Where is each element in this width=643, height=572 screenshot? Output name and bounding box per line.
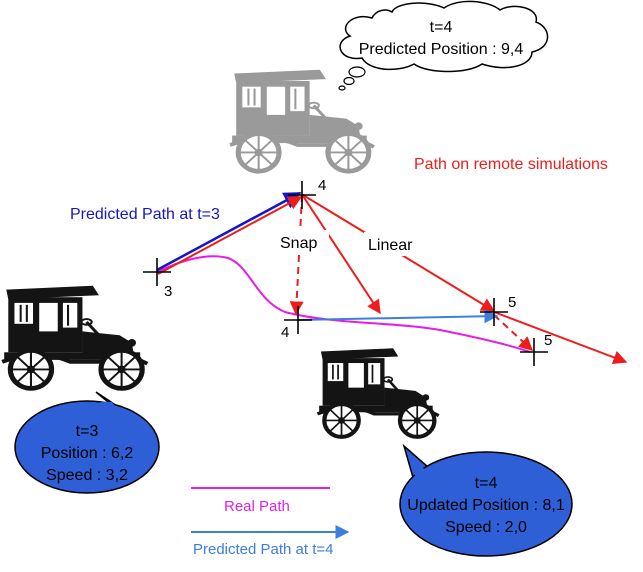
- legend-predicted-t4-label: Predicted Path at t=4: [193, 541, 334, 558]
- marker-predicted-t4-cross: [288, 181, 316, 209]
- marker-snapped-t4-cross: [284, 306, 312, 334]
- snap-arrow-second: [493, 314, 534, 351]
- right-bubble-line-3: Speed : 2,0: [445, 519, 527, 536]
- right-bubble-line-1: t=4: [475, 475, 498, 492]
- marker-t5-new-label: 5: [508, 294, 516, 311]
- predicted-path-t4-arrow: [297, 309, 499, 324]
- car-icon: [230, 70, 374, 172]
- car-icon: [2, 286, 147, 389]
- car-icon: [317, 348, 438, 437]
- linear-label-bg: [364, 232, 422, 256]
- thought-line-2: Predicted Position : 9,4: [359, 41, 524, 58]
- snap-label: Snap: [280, 235, 317, 252]
- real-path-curve: [156, 255, 531, 353]
- marker-t5-new-cross: [480, 298, 508, 326]
- marker-t5-old-label: 5: [544, 332, 552, 349]
- linear-label: Linear: [368, 237, 413, 254]
- snap-arrow: [289, 194, 304, 316]
- linear-arrow-short: [302, 195, 381, 315]
- speech-bubble-left: t=3 Position : 6,2 Speed : 3,2: [14, 391, 160, 494]
- thought-bubble: t=4 Predicted Position : 9,4: [338, 0, 549, 91]
- marker-start-label: 3: [164, 283, 172, 300]
- left-bubble-line-1: t=3: [76, 423, 99, 440]
- left-bubble-line-3: Speed : 3,2: [46, 467, 128, 484]
- snap-label-bg: [277, 230, 329, 254]
- speech-bubble-right: t=4 Updated Position : 8,1 Speed : 2,0: [399, 443, 573, 557]
- predicted-path-t3-label: Predicted Path at t=3: [70, 206, 220, 223]
- right-bubble-line-2: Updated Position : 8,1: [407, 497, 565, 514]
- marker-predicted-t4-label: 4: [318, 177, 326, 194]
- thought-line-1: t=4: [430, 19, 453, 36]
- predicted-path-t3-arrow: [156, 191, 302, 272]
- left-bubble-line-2: Position : 6,2: [41, 445, 134, 462]
- marker-t5-old-cross: [520, 338, 548, 366]
- legend-real-path-label: Real Path: [224, 498, 290, 515]
- marker-snapped-t4-label: 4: [281, 324, 289, 341]
- remote-path-segment-arrow: [157, 196, 303, 275]
- marker-start-cross: [143, 258, 171, 286]
- remote-simulations-label: Path on remote simulations: [414, 156, 608, 173]
- remote-path-extension-arrow: [493, 311, 628, 365]
